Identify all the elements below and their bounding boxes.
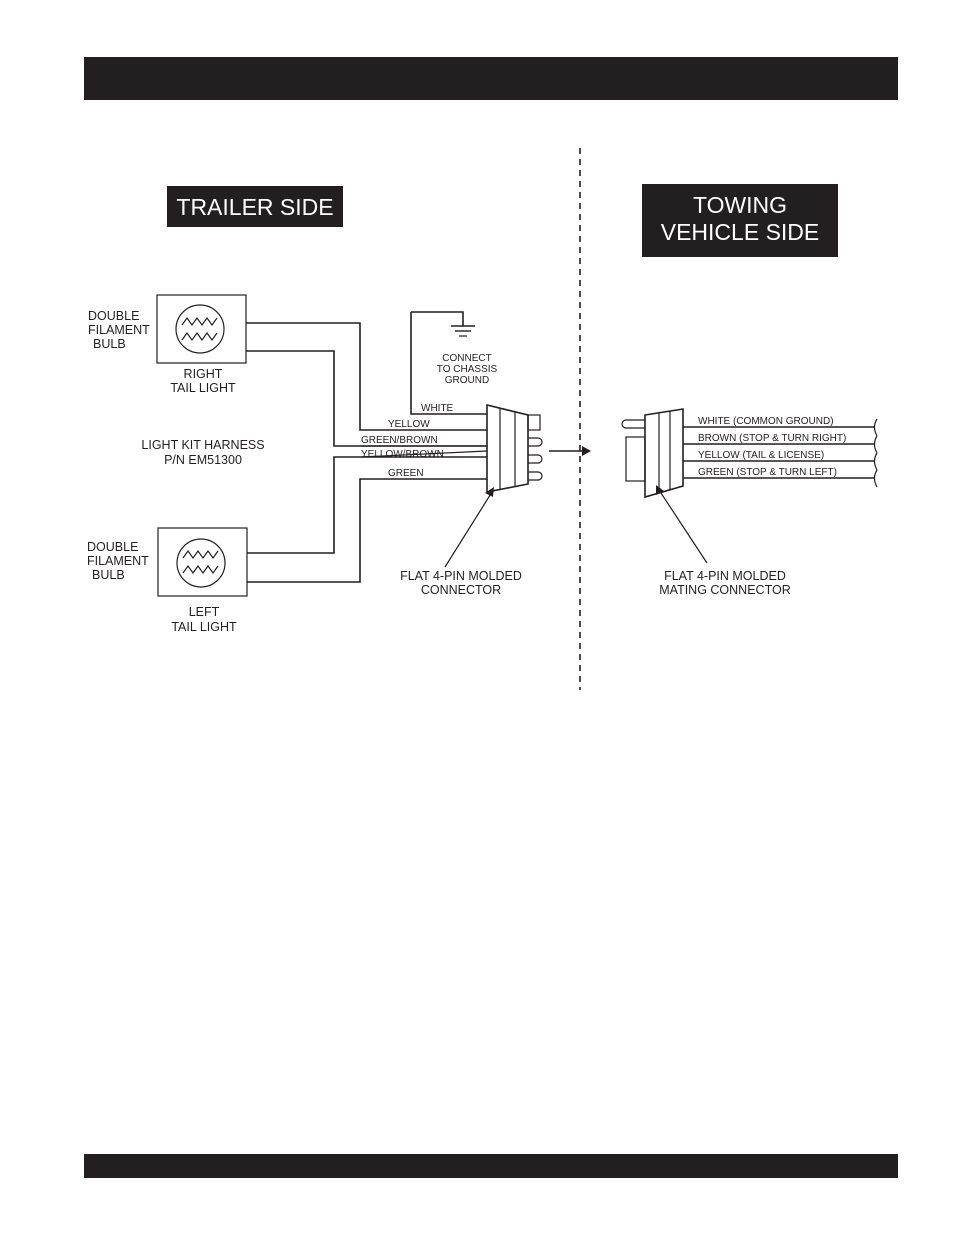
bulb-top-label-2: FILAMENT [88, 323, 150, 337]
green-wire-label: GREEN [388, 468, 424, 479]
mating-pointer-head [656, 485, 664, 495]
trailer-side-title-box [167, 186, 343, 227]
mating-label-2: MATING CONNECTOR [659, 583, 790, 597]
yellow-brown-wire-label: YELLOW/BROWN [361, 449, 444, 460]
right-tail-light-box [156, 294, 247, 364]
bulb-bottom-label-3: BULB [92, 568, 125, 582]
left-tail-label-1: LEFT [189, 605, 220, 619]
towing-side-title-box [642, 184, 838, 257]
mating-pointer [658, 489, 708, 564]
trailer-side-title: TRAILER SIDE [176, 194, 333, 220]
wire-end-3 [873, 452, 878, 471]
wire-merge [360, 445, 488, 458]
right-bulb-icon [175, 304, 225, 354]
harness-label-1: LIGHT KIT HARNESS [141, 438, 264, 452]
towing-side-title-line1: TOWING [693, 192, 787, 218]
left-tail-label-2: TAIL LIGHT [171, 620, 237, 634]
vehicle-wire-label-4: GREEN (STOP & TURN LEFT) [698, 467, 837, 478]
chassis-label-2: TO CHASSIS [437, 364, 498, 375]
trailer-pin-1 [528, 437, 543, 447]
connector-label-1: FLAT 4-PIN MOLDED [400, 569, 522, 583]
bulb-bottom-label-2: FILAMENT [87, 554, 149, 568]
yellow-wire-label: YELLOW [388, 419, 430, 430]
right-filament-top [181, 316, 218, 327]
header-bar [84, 57, 898, 100]
trailer-pin-3 [528, 471, 543, 481]
vehicle-wire-label-2: BROWN (STOP & TURN RIGHT) [698, 433, 846, 444]
vehicle-wire-label-3: YELLOW (TAIL & LICENSE) [698, 450, 824, 461]
left-filament-top [182, 549, 219, 560]
trailer-pin-2 [528, 454, 543, 464]
connector-label-2: CONNECTOR [421, 583, 501, 597]
wire-end-4 [873, 469, 878, 488]
wire-end-2 [873, 435, 878, 454]
mating-connector-body [644, 408, 684, 499]
wire-end-1 [873, 418, 878, 437]
towing-side-title-line2: VEHICLE SIDE [661, 219, 820, 245]
right-filament-bottom [181, 331, 218, 342]
yellow-brown-wire-bottom [247, 456, 487, 554]
white-ground-wire [410, 312, 487, 415]
footer-bar [84, 1154, 898, 1178]
connector-pointer [444, 491, 493, 568]
connector-pointer-head [485, 487, 494, 497]
mating-pin [621, 419, 645, 429]
bulb-bottom-label-1: DOUBLE [87, 540, 138, 554]
green-brown-wire-label: GREEN/BROWN [361, 435, 438, 446]
yellow-wire [246, 322, 487, 431]
left-filament-bottom [182, 564, 219, 575]
left-tail-light-box [157, 527, 248, 597]
mating-connector-housing [625, 436, 646, 482]
vehicle-wire-label-1: WHITE (COMMON GROUND) [698, 416, 834, 427]
right-tail-label-2: TAIL LIGHT [170, 381, 236, 395]
bulb-top-label-1: DOUBLE [88, 309, 139, 323]
left-bulb-icon [176, 538, 226, 588]
right-tail-label-1: RIGHT [184, 367, 223, 381]
trailer-connector-socket [527, 414, 541, 431]
chassis-label-3: GROUND [445, 375, 489, 386]
arrow-head-icon [582, 446, 591, 456]
bulb-top-label-3: BULB [93, 337, 126, 351]
ground-lead [411, 311, 464, 326]
chassis-label-1: CONNECT [442, 353, 491, 364]
white-wire-label: WHITE [421, 403, 454, 414]
trailer-connector-body [486, 403, 529, 493]
green-wire [247, 478, 487, 583]
harness-label-2: P/N EM51300 [164, 453, 242, 467]
mating-label-1: FLAT 4-PIN MOLDED [664, 569, 786, 583]
